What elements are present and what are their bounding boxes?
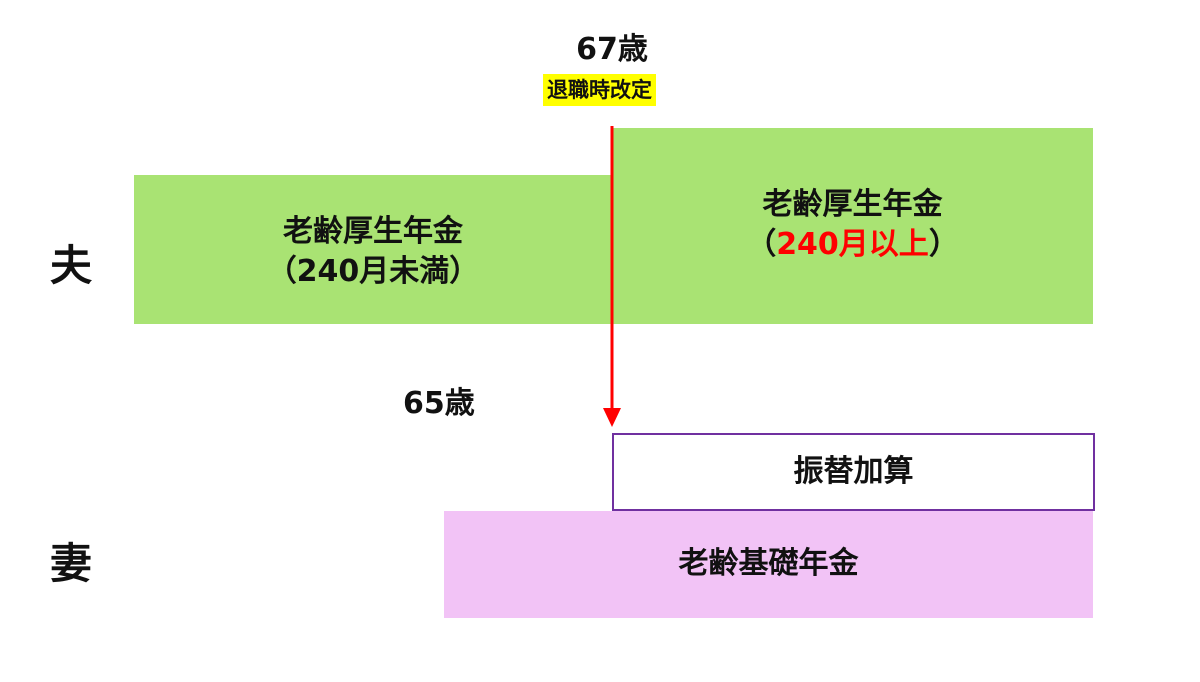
paren-close: ） bbox=[928, 227, 959, 262]
box-title: 老齢厚生年金 bbox=[762, 187, 943, 222]
furikae-kasan-box: 振替加算 bbox=[612, 433, 1095, 511]
paren-open: （ bbox=[746, 227, 777, 262]
arrow-head bbox=[603, 408, 621, 427]
box-subtitle: （240月未満） bbox=[266, 254, 480, 289]
retirement-revision-highlight: 退職時改定 bbox=[543, 74, 656, 106]
months-240-over-text: 240月以上 bbox=[776, 227, 929, 262]
age-65-label: 65歳 bbox=[403, 386, 475, 421]
furikae-kasan-label: 振替加算 bbox=[793, 454, 914, 489]
wife-basic-pension-box: 老齢基礎年金 bbox=[444, 511, 1093, 618]
wife-label: 妻 bbox=[50, 539, 93, 588]
box-subtitle: （240月以上） bbox=[612, 226, 1093, 264]
husband-pension-under-240-box: 老齢厚生年金 （240月未満） bbox=[134, 175, 612, 324]
wife-basic-pension-label: 老齢基礎年金 bbox=[678, 546, 859, 581]
age-67-label: 67歳 bbox=[576, 32, 648, 67]
husband-pension-over-240-box: 老齢厚生年金 （240月以上） bbox=[612, 128, 1093, 324]
husband-label: 夫 bbox=[50, 241, 93, 290]
box-title: 老齢厚生年金 bbox=[283, 214, 463, 249]
